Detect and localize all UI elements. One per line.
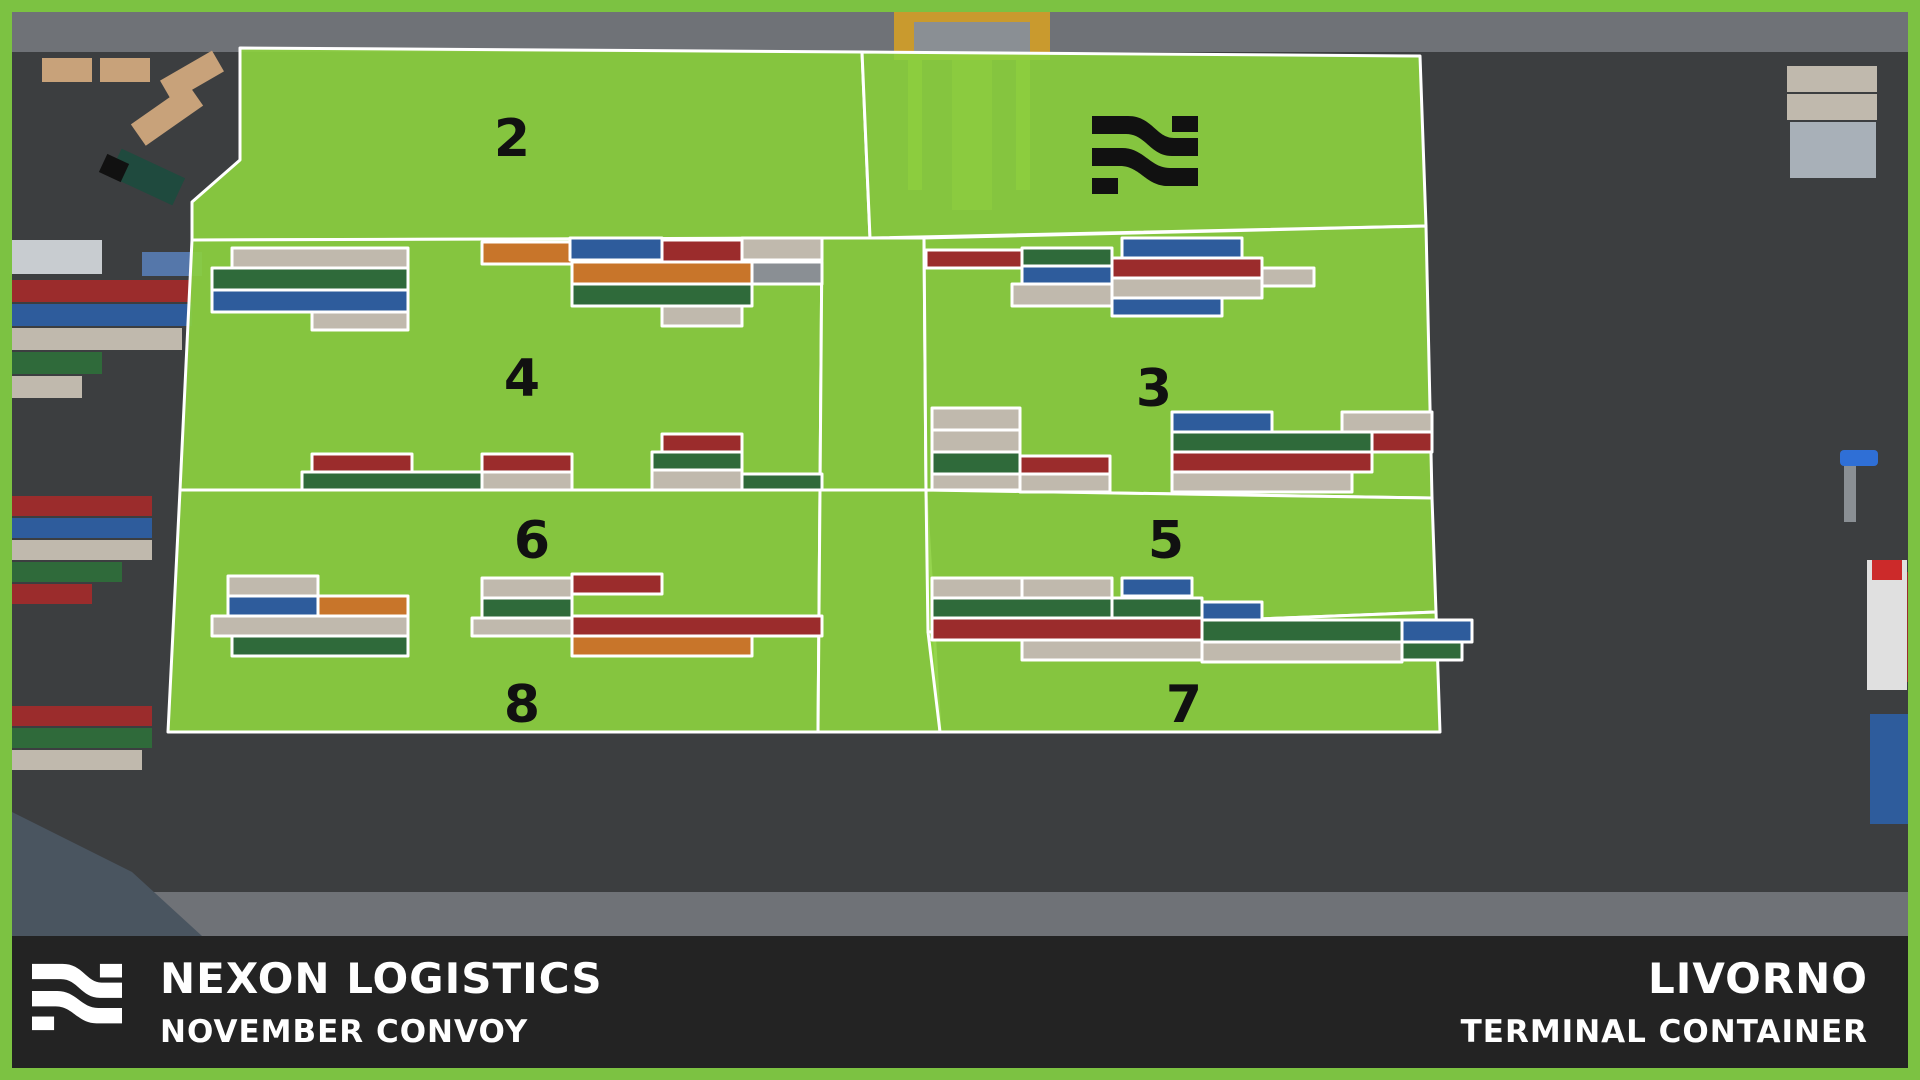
zone-label: 2: [494, 109, 530, 169]
zone-label: 8: [504, 675, 540, 735]
container-cluster: [210, 246, 410, 332]
event-name: NOVEMBER CONVOY: [160, 1014, 529, 1050]
container-cluster: [300, 432, 824, 492]
forklift-icon: [98, 148, 186, 206]
zone-label: 5: [1148, 511, 1184, 571]
location-name: TERMINAL CONTAINER: [1460, 1014, 1868, 1050]
car-icon: [1840, 450, 1878, 466]
wooden-crates: [42, 50, 224, 146]
company-logo-icon: [32, 963, 122, 1031]
company-name: NEXON LOGISTICS: [160, 954, 603, 1003]
zone-label: 7: [1166, 675, 1202, 735]
zone-2-area: [190, 46, 872, 242]
container-cluster: [210, 572, 824, 658]
container-rows: [210, 236, 1474, 664]
container-cluster: [930, 576, 1474, 664]
container-cluster: [924, 236, 1316, 318]
zone-label: 3: [1136, 359, 1172, 419]
city-name: LIVORNO: [1647, 954, 1868, 1003]
water: [12, 812, 202, 936]
left-container-stacks: [12, 240, 202, 770]
footer-bar: NEXON LOGISTICS NOVEMBER CONVOY LIVORNO …: [12, 936, 1908, 1068]
truck-icon: [1867, 560, 1907, 690]
corridor-upper: [818, 236, 928, 492]
map-frame: 2 4 3 6 5 8 7 NEXON LOGISTICS NOVEMBER C…: [12, 12, 1908, 1068]
zone-label: 6: [514, 511, 550, 571]
zone-label: 4: [504, 349, 540, 409]
container-cluster: [480, 236, 824, 328]
company-logo-icon: [1092, 116, 1198, 194]
terminal-map: 2 4 3 6 5 8 7: [12, 12, 1908, 936]
bottom-fence: [12, 892, 1908, 936]
container-cluster: [930, 406, 1112, 494]
container-cluster: [1170, 410, 1434, 494]
corridor-lower: [816, 488, 942, 734]
zone-logo-area: [860, 50, 1428, 240]
